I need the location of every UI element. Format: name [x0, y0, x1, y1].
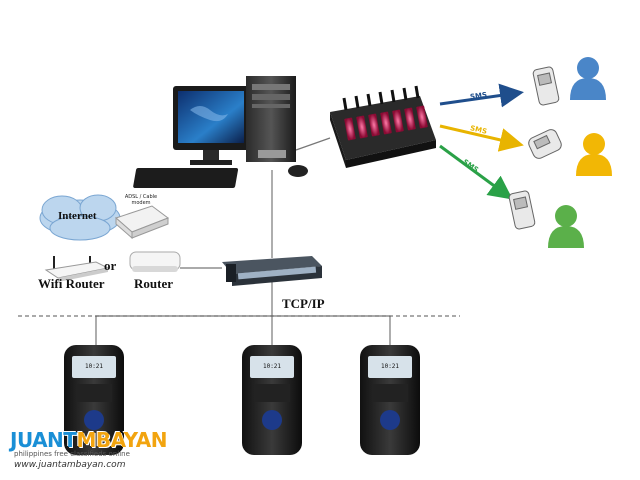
person-blue-icon — [570, 57, 606, 100]
device-clock: 10:21 — [262, 363, 282, 370]
router — [129, 251, 181, 272]
phone-icon — [508, 190, 536, 230]
person-green-icon — [548, 205, 584, 248]
wifi-router-label: Wifi Router — [38, 276, 105, 291]
internet-cloud — [39, 194, 121, 241]
tcp-ip-label: TCP/IP — [282, 296, 325, 311]
sms-arrow-yellow — [439, 124, 524, 152]
modem-label: ADSL / Cable modem — [124, 194, 158, 206]
watermark-logo-part2: MBAYAN — [76, 428, 167, 452]
internet-label: Internet — [58, 210, 97, 222]
keyboard — [133, 168, 239, 188]
wifi-router — [44, 256, 110, 282]
router-label: Router — [134, 276, 173, 291]
gsm-modem-pool — [330, 85, 436, 168]
device-clock: 10:21 — [380, 363, 400, 370]
watermark-logo-part1: JUANT — [10, 428, 77, 452]
biometric-terminal — [360, 345, 420, 455]
phone-icon — [532, 66, 560, 106]
biometric-terminal — [64, 345, 124, 455]
mouse — [288, 165, 308, 177]
sms-arrow-green — [439, 144, 513, 200]
sms-arrow-blue — [439, 83, 524, 108]
biometric-terminal — [242, 345, 302, 455]
computer — [133, 76, 308, 188]
adsl-modem — [115, 205, 170, 240]
sms-arrows — [439, 83, 524, 200]
pc-tower — [246, 76, 296, 162]
mobile-phones — [508, 66, 562, 230]
person-yellow-icon — [576, 133, 612, 176]
watermark-logo: JUANTMBAYAN — [10, 428, 167, 452]
watermark-url: www.juantambayan.com — [14, 460, 126, 470]
device-clock: 10:21 — [84, 363, 104, 370]
watermark-tagline: philippines free classifieds online — [14, 450, 130, 458]
network-switch — [222, 256, 322, 286]
or-label: or — [104, 258, 117, 273]
